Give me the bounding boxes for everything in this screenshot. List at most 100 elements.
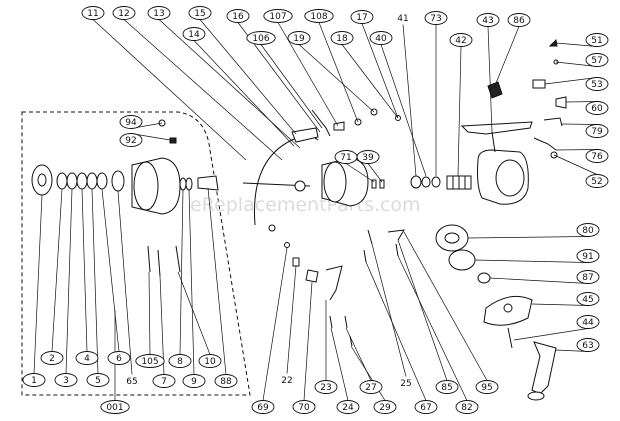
leader-line-87 bbox=[489, 277, 589, 284]
callout-12-outline bbox=[112, 6, 136, 20]
callout-29: 29 bbox=[379, 403, 391, 413]
callout-2: 2 bbox=[49, 354, 55, 364]
callout-57-outline bbox=[585, 53, 609, 67]
callout-10-outline bbox=[198, 354, 222, 368]
callout-42: 42 bbox=[455, 36, 466, 46]
callout-88-outline bbox=[214, 374, 238, 388]
part-22-drawing bbox=[292, 257, 300, 267]
callout-80-outline bbox=[576, 223, 600, 237]
leader-line-13 bbox=[158, 19, 301, 149]
callout-15: 15 bbox=[194, 9, 205, 19]
callout-23: 23 bbox=[320, 383, 331, 393]
part-82-drawing bbox=[363, 249, 367, 263]
leader-line-65 bbox=[117, 190, 133, 375]
callout-24: 24 bbox=[342, 403, 354, 413]
part-44-drawing bbox=[507, 327, 513, 349]
callout-001-outline bbox=[100, 400, 130, 414]
part-105-drawing bbox=[147, 245, 151, 273]
callout-65: 65 bbox=[126, 377, 137, 387]
part-80-drawing-inner bbox=[444, 232, 460, 244]
callout-12: 12 bbox=[118, 9, 129, 19]
callout-53-outline bbox=[585, 77, 609, 91]
callout-4-outline bbox=[75, 351, 99, 365]
callout-14: 14 bbox=[188, 30, 200, 40]
callout-11-outline bbox=[81, 6, 105, 20]
part-39-drawing bbox=[379, 179, 385, 189]
leader-line-88 bbox=[207, 187, 227, 375]
part-bail-end bbox=[268, 224, 276, 232]
callout-40: 40 bbox=[375, 34, 387, 44]
callout-16: 16 bbox=[232, 12, 244, 22]
part-65-drawing bbox=[111, 170, 125, 192]
part-91-drawing bbox=[448, 249, 476, 271]
part-spool-face bbox=[323, 161, 347, 203]
callout-106-outline bbox=[246, 31, 276, 45]
callout-91: 91 bbox=[582, 252, 593, 262]
leader-line-5 bbox=[91, 188, 99, 374]
part-24-drawing bbox=[329, 315, 333, 329]
leader-line-45 bbox=[531, 303, 589, 306]
leader-line-40 bbox=[380, 44, 427, 177]
part-5-drawing bbox=[86, 172, 98, 190]
callout-52-outline bbox=[585, 174, 609, 188]
leader-line-14 bbox=[193, 40, 295, 147]
callout-60: 60 bbox=[591, 104, 603, 114]
callout-92-outline bbox=[119, 133, 143, 147]
leader-line-95 bbox=[403, 231, 488, 381]
callout-92: 92 bbox=[125, 136, 136, 146]
leader-line-57 bbox=[555, 61, 598, 67]
callout-82-outline bbox=[455, 400, 479, 414]
part-73-drawing bbox=[431, 176, 441, 188]
leader-line-60 bbox=[565, 101, 598, 103]
leader-line-52 bbox=[553, 154, 598, 175]
callout-107: 107 bbox=[269, 12, 286, 22]
callout-13-outline bbox=[147, 6, 171, 20]
leader-line-3 bbox=[65, 188, 73, 374]
leader-line-10 bbox=[177, 271, 211, 355]
leader-line-108 bbox=[318, 22, 359, 123]
leader-line-1 bbox=[33, 194, 43, 374]
part-88-drawing bbox=[197, 175, 219, 191]
leader-line-39 bbox=[367, 163, 383, 183]
callout-9: 9 bbox=[191, 377, 197, 387]
callout-40-outline bbox=[369, 31, 393, 45]
callout-80: 80 bbox=[582, 226, 594, 236]
callout-10: 10 bbox=[204, 357, 216, 367]
leader-line-41 bbox=[402, 24, 417, 177]
callout-2-outline bbox=[40, 351, 64, 365]
callout-41: 41 bbox=[397, 14, 408, 24]
callout-91-outline bbox=[576, 249, 600, 263]
part-2-drawing bbox=[56, 172, 68, 190]
callout-42-outline bbox=[449, 33, 473, 47]
part-roller-arm bbox=[291, 127, 319, 143]
callout-3: 3 bbox=[63, 376, 69, 386]
callout-94: 94 bbox=[125, 118, 137, 128]
leader-line-6 bbox=[101, 188, 120, 352]
part-4-drawing bbox=[76, 172, 88, 190]
callout-1: 1 bbox=[31, 376, 37, 386]
callout-52: 52 bbox=[591, 177, 602, 187]
callout-45-outline bbox=[576, 292, 600, 306]
part-40-drawing bbox=[421, 176, 431, 188]
part-25-drawing bbox=[325, 265, 343, 301]
callout-13: 13 bbox=[153, 9, 164, 19]
leader-line-79 bbox=[561, 123, 598, 125]
leader-line-2 bbox=[51, 188, 63, 352]
leader-line-71 bbox=[345, 163, 375, 183]
leader-line-11 bbox=[92, 19, 247, 161]
callout-1-outline bbox=[22, 373, 46, 387]
callout-70-outline bbox=[292, 400, 316, 414]
leader-line-8 bbox=[179, 189, 184, 355]
part-106-drawing bbox=[311, 109, 331, 137]
callout-86: 86 bbox=[513, 16, 525, 26]
callout-63-outline bbox=[576, 338, 600, 352]
callout-39-outline bbox=[356, 150, 380, 164]
leader-line-86 bbox=[493, 26, 520, 89]
callout-44: 44 bbox=[582, 318, 594, 328]
callout-85: 85 bbox=[441, 383, 452, 393]
part-43-stem bbox=[491, 131, 496, 153]
leader-line-24 bbox=[330, 327, 349, 401]
callout-87-outline bbox=[576, 270, 600, 284]
callout-5-outline bbox=[86, 373, 110, 387]
